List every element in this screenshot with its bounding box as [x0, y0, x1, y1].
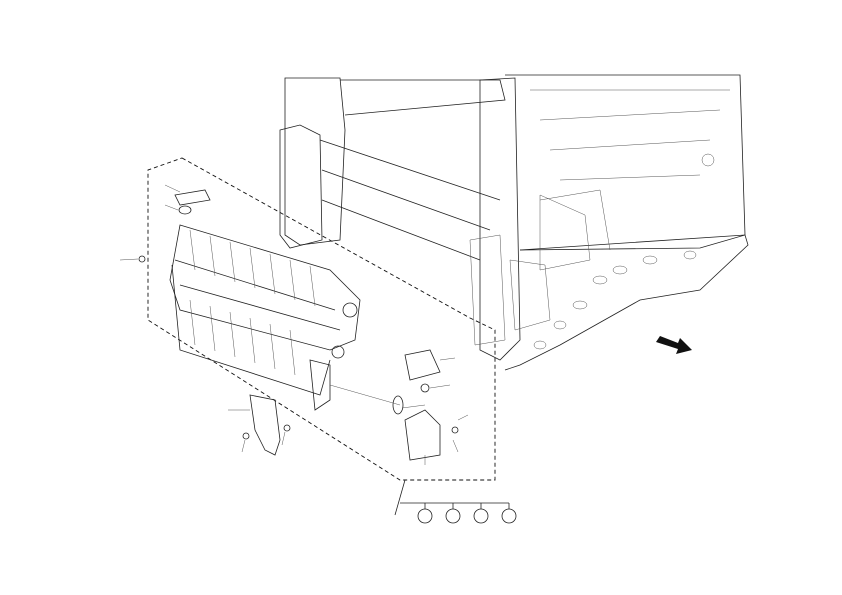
assembly-boundary — [147, 157, 496, 481]
small-parts — [138, 189, 459, 461]
callout-circle — [501, 503, 517, 524]
callout-circle — [473, 503, 489, 524]
callout-circle — [417, 503, 433, 524]
leader-lines — [119, 184, 469, 465]
transfer-unit — [169, 224, 361, 411]
printer-chassis-frame — [279, 74, 749, 371]
callout-circle — [445, 503, 461, 524]
callout-group — [394, 479, 517, 524]
arrow-right-down-icon — [656, 336, 692, 354]
